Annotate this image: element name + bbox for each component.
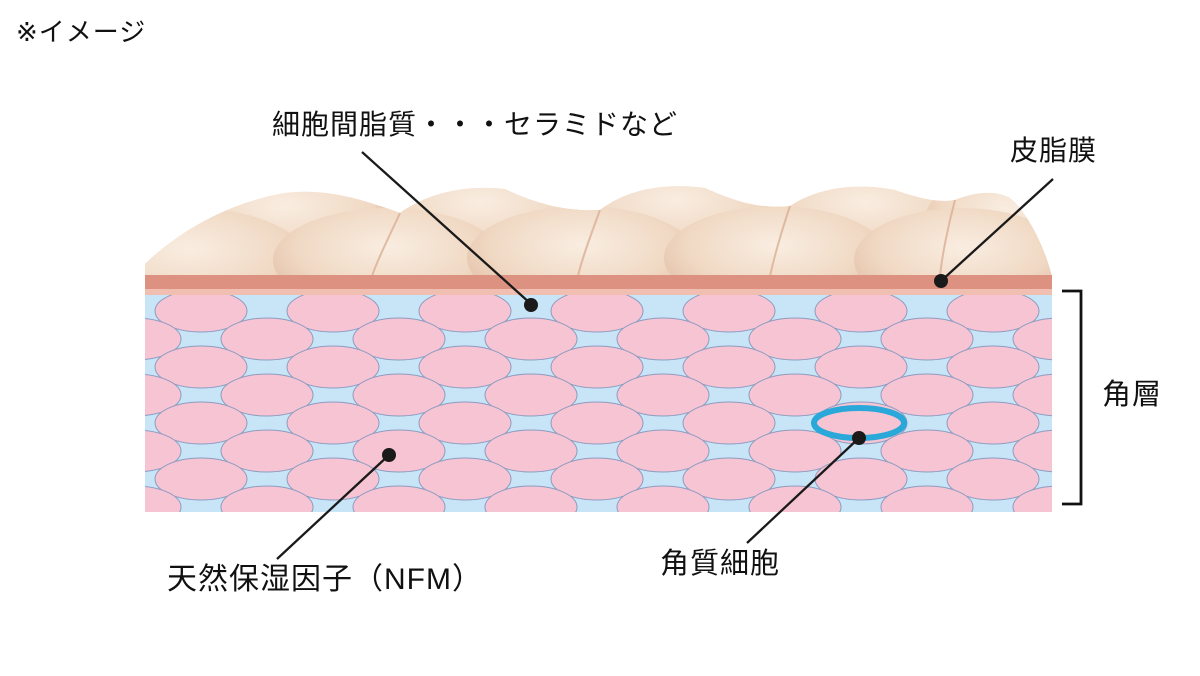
skin-crease [769,205,791,277]
skin-mound [273,208,503,277]
corneocyte-cell [748,317,842,361]
corneocyte-cell [748,429,842,473]
corneocyte-cell [946,401,1040,445]
corneocyte-cell [682,401,776,445]
skin-crease [939,199,956,277]
corneocyte-cell [880,317,974,361]
sebum-film-pointer-dot [934,274,948,288]
corneocyte-cell [946,295,1040,333]
corneocyte-cell [682,295,776,333]
corneocyte-cell [418,345,512,389]
corneocyte-cell [616,429,710,473]
corneocyte-pointer-dot [852,431,866,445]
corneocyte-cell [352,373,446,417]
skin-mound [664,206,888,277]
corneocyte-cell [748,373,842,417]
corneocyte-cell [145,318,182,360]
corneocyte-cell [682,345,776,389]
corneocyte-cell [145,430,182,472]
nmf-pointer-line [276,454,390,560]
nmf-pointer-dot [382,448,396,462]
corneocyte-cell [286,401,380,445]
stratum-corneum-bracket [1062,289,1083,506]
corneocyte-cell [946,457,1040,501]
intercellular-lipid-label: 細胞間脂質・・・セラミドなど [272,109,679,140]
intercellular-lipid-pointer-dot [524,298,538,312]
corneocyte-cell [154,345,248,389]
corneocyte-cell [946,345,1040,389]
intercellular-lipid-pointer-line [361,151,532,305]
corneocyte-cell [682,457,776,501]
corneocyte-cell [220,373,314,417]
sebum-film-band [145,275,1052,289]
corneocyte-cell [484,429,578,473]
corneocyte-cell [352,317,446,361]
corneocyte-cell [880,429,974,473]
corneocyte-cell [550,345,644,389]
corneocyte-cell [1012,373,1052,417]
corneocyte-cell [880,485,974,512]
corneocyte-cell [1012,429,1052,473]
corneocyte-cell [145,374,182,416]
corneocyte-cell [220,485,314,512]
corneocyte-cell [352,485,446,512]
corneocyte-cell [286,345,380,389]
corneocyte-cell [418,457,512,501]
corneocyte-pointer-line [746,437,860,544]
corneocyte-label: 角質細胞 [660,548,781,580]
sebum-film-label: 皮脂膜 [1010,135,1098,166]
corneocyte-cell [484,485,578,512]
corneocyte-cell [550,295,644,333]
note-label: ※イメージ [16,17,147,47]
corneocyte-cell [616,485,710,512]
sebum-film-pointer-line [940,178,1054,282]
corneocyte-cell [418,295,512,333]
corneocyte-cell [352,429,446,473]
nmf-label: 天然保湿因子（NFM） [167,563,483,596]
corneocyte-cell [616,373,710,417]
corneocyte-cell [220,429,314,473]
skin-mound [854,208,1052,277]
skin-crease [371,212,401,277]
skin-mound [467,206,697,277]
corneocyte-cell [220,317,314,361]
corneocyte-cell [286,457,380,501]
corneocyte-cell [484,317,578,361]
corneocyte-cell [748,485,842,512]
skin-mound [145,208,308,277]
corneocyte-cell [616,317,710,361]
pointer-lines [276,151,1054,560]
corneocyte-cell [154,457,248,501]
corneocyte-grid [145,295,1052,512]
corneocyte-cell [154,295,248,333]
corneocyte-cell [550,457,644,501]
corneocyte-cell [418,401,512,445]
corneocyte-cell [286,295,380,333]
corneocyte-cell [550,401,644,445]
corneocyte-cell [154,401,248,445]
corneocyte-cell [1012,485,1052,512]
corneocyte-cell [484,373,578,417]
skin-crease [577,209,601,277]
sebum-film-band-light [145,289,1052,295]
corneocyte-cell [880,373,974,417]
corneocyte-cell [1012,317,1052,361]
corneocyte-cell [814,345,908,389]
stratum-corneum-label: 角層 [1102,379,1163,411]
corneocyte-cell [814,295,908,333]
corneocyte-cell [145,486,182,512]
